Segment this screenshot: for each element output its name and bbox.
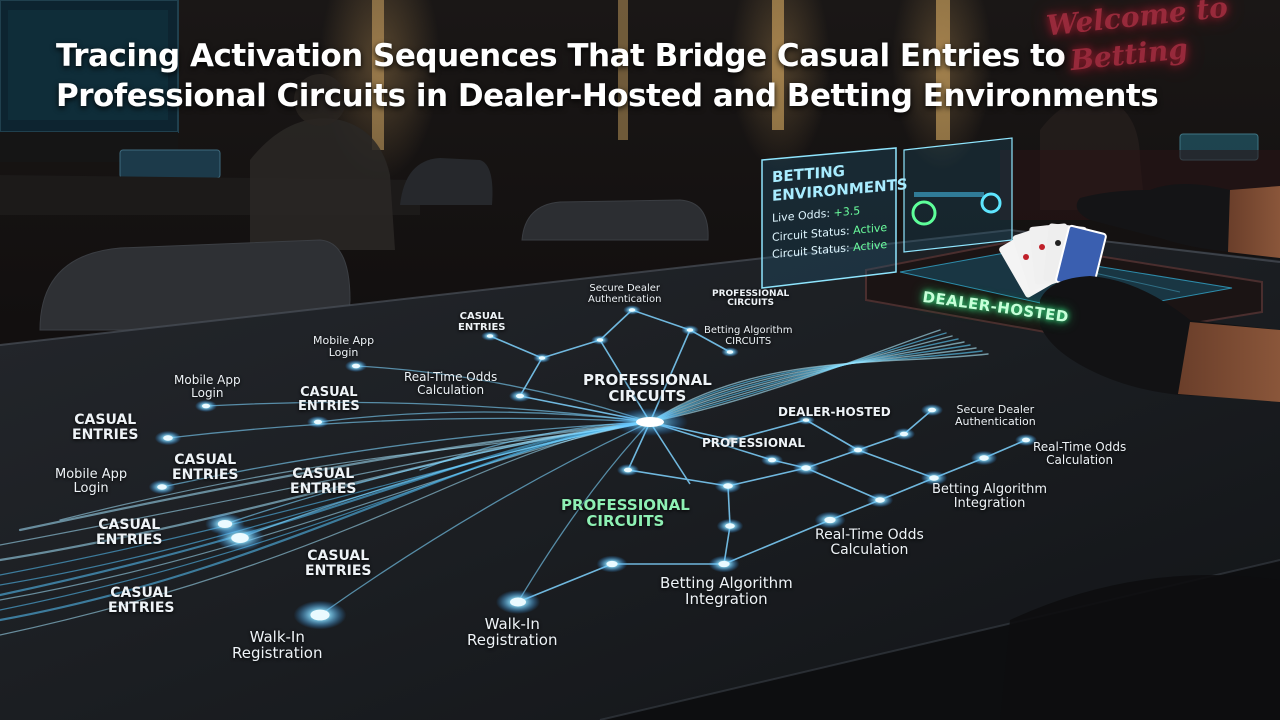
dealer-stream bbox=[649, 341, 965, 423]
light-stream bbox=[18, 420, 652, 532]
network-edge bbox=[689, 329, 731, 353]
network-node bbox=[929, 475, 939, 481]
light-stream bbox=[0, 420, 652, 622]
network-edge bbox=[599, 339, 651, 423]
hologram-odds-value: +3.5 bbox=[833, 204, 861, 220]
feeder-stream bbox=[161, 421, 651, 488]
network-node bbox=[875, 497, 885, 503]
title-line-2: Professional Circuits in Dealer-Hosted a… bbox=[56, 78, 1159, 114]
network-node bbox=[510, 597, 526, 607]
network-node bbox=[726, 350, 734, 354]
network-node bbox=[979, 455, 989, 461]
network-node bbox=[163, 435, 173, 441]
network-edge bbox=[805, 419, 859, 451]
feeder-stream bbox=[319, 421, 651, 616]
network-node bbox=[352, 363, 360, 369]
dealer-stream bbox=[649, 332, 947, 423]
dealer-stream bbox=[649, 329, 941, 423]
network-node bbox=[516, 393, 524, 399]
network-edge bbox=[599, 309, 633, 341]
network-edge bbox=[519, 357, 543, 397]
network-node bbox=[628, 308, 636, 312]
network-node bbox=[1022, 437, 1030, 443]
network-node bbox=[624, 467, 632, 473]
network-edge bbox=[649, 329, 691, 423]
dealer-stream bbox=[649, 347, 977, 423]
network-node bbox=[538, 356, 546, 360]
network-node bbox=[596, 338, 604, 342]
network-node bbox=[231, 533, 249, 543]
dealer-stream bbox=[649, 353, 989, 423]
network-node bbox=[725, 523, 735, 529]
network-node bbox=[928, 407, 936, 413]
dealer-stream bbox=[649, 344, 971, 423]
label-dealer-hosted: DEALER-HOSTED bbox=[778, 405, 891, 419]
network-node bbox=[768, 457, 776, 463]
feeder-stream bbox=[517, 421, 651, 603]
network-node bbox=[824, 516, 836, 524]
light-stream bbox=[0, 421, 651, 636]
network-node bbox=[900, 431, 908, 437]
network-edge bbox=[731, 419, 807, 441]
network-node bbox=[802, 418, 810, 422]
feeder-stream bbox=[167, 417, 651, 439]
network-edge bbox=[723, 519, 831, 565]
network-node bbox=[217, 519, 233, 529]
network-node bbox=[718, 560, 730, 568]
network-node bbox=[157, 484, 167, 490]
network-edge bbox=[627, 469, 729, 487]
dealer-stream bbox=[649, 335, 953, 423]
network-edge bbox=[805, 467, 881, 501]
network-edge bbox=[489, 335, 543, 359]
network-node bbox=[606, 560, 618, 568]
network-node bbox=[486, 334, 494, 338]
title-line-1: Tracing Activation Sequences That Bridge… bbox=[56, 38, 1066, 74]
network-edge bbox=[631, 309, 691, 331]
network-node bbox=[202, 403, 210, 409]
network-node bbox=[801, 465, 811, 471]
dealer-stream bbox=[649, 350, 983, 423]
network-edge bbox=[727, 467, 807, 487]
network-edge bbox=[541, 339, 601, 359]
feeder-stream bbox=[239, 421, 651, 539]
network-edge bbox=[857, 449, 935, 479]
label-professional: PROFESSIONAL bbox=[702, 436, 806, 450]
network-node bbox=[686, 328, 694, 332]
network-node bbox=[728, 437, 736, 443]
feeder-stream bbox=[355, 365, 651, 423]
dealer-stream bbox=[649, 338, 959, 423]
feeder-stream bbox=[205, 401, 651, 423]
network-node bbox=[314, 419, 322, 425]
network-node bbox=[723, 483, 733, 489]
network-node bbox=[854, 447, 862, 453]
network-node bbox=[310, 609, 330, 621]
